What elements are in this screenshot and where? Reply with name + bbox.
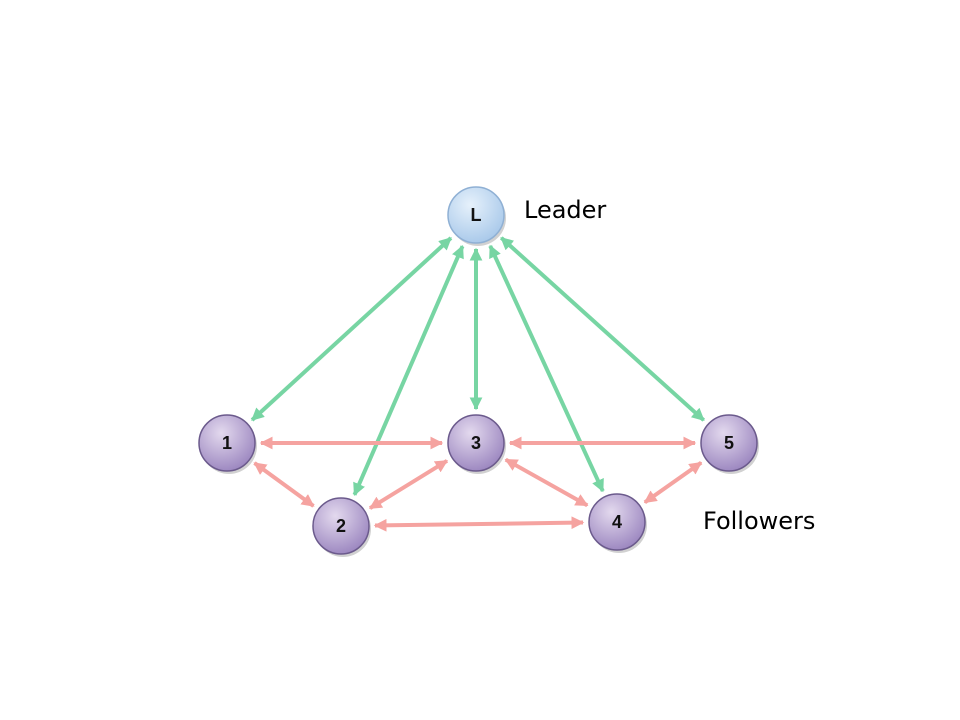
node-2: 2 bbox=[312, 497, 371, 557]
node-label: 4 bbox=[612, 512, 622, 532]
edges-layer bbox=[250, 236, 706, 532]
edge-4-5 bbox=[643, 460, 703, 505]
node-circle bbox=[312, 497, 370, 555]
node-label: L bbox=[471, 205, 482, 225]
node-circle bbox=[447, 186, 505, 244]
edge-L-2 bbox=[352, 245, 465, 496]
edge-1-2 bbox=[253, 461, 315, 508]
node-4: 4 bbox=[588, 493, 647, 553]
node-label: 2 bbox=[336, 516, 346, 536]
node-label: 1 bbox=[222, 433, 232, 453]
nodes-layer: L 1 2 3 4 5 bbox=[198, 186, 759, 557]
followers-caption: Followers bbox=[703, 507, 816, 535]
node-3: 3 bbox=[447, 414, 506, 474]
node-1: 1 bbox=[198, 414, 257, 474]
node-circle bbox=[700, 414, 758, 472]
node-label: 5 bbox=[724, 433, 734, 453]
edge-L-4 bbox=[488, 244, 605, 493]
leader-caption: Leader bbox=[524, 196, 607, 224]
edge-2-3 bbox=[368, 459, 449, 510]
node-L: L bbox=[447, 186, 506, 246]
node-5: 5 bbox=[700, 414, 759, 474]
node-circle bbox=[198, 414, 256, 472]
edge-L-5 bbox=[499, 236, 706, 422]
node-label: 3 bbox=[471, 433, 481, 453]
node-circle bbox=[447, 414, 505, 472]
edge-3-4 bbox=[504, 457, 589, 508]
node-circle bbox=[588, 493, 646, 551]
edge-2-4 bbox=[373, 516, 585, 532]
edge-L-1 bbox=[250, 236, 453, 422]
